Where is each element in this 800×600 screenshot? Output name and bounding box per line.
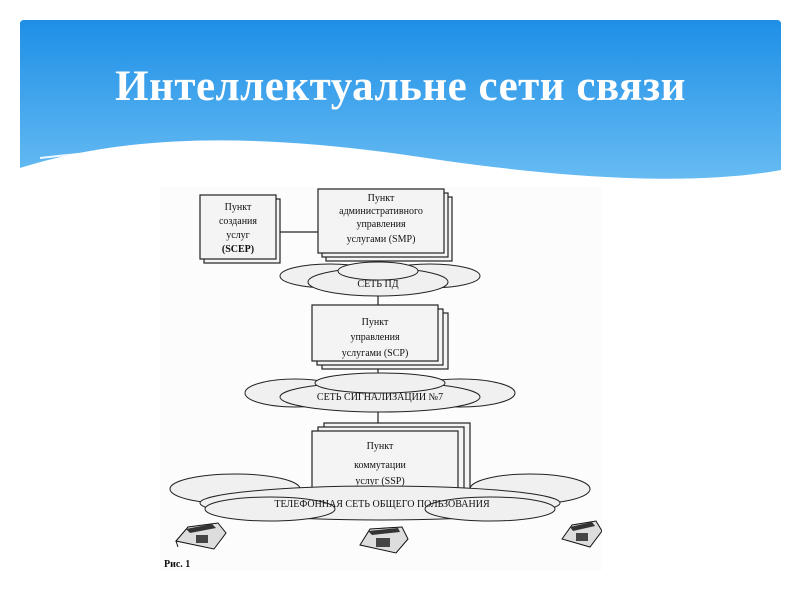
scp-line-2: управления: [350, 332, 400, 343]
pstn-cloud: ТЕЛЕФОННАЯ СЕТЬ ОБЩЕГО ПОЛЬЗОВАНИЯ: [169, 473, 591, 522]
slide-title: Интеллектуальне сети связи: [115, 63, 686, 110]
ssp-line-1: Пункт: [367, 441, 394, 452]
ssp-line-2: коммутации: [354, 460, 406, 471]
scep-box: Пункт создания услуг (SCEP): [199, 194, 281, 264]
phone-icon: [561, 520, 603, 548]
smp-line-2: административного: [339, 206, 423, 217]
ss7-cloud: СЕТЬ СИГНАЛИЗАЦИИ №7: [244, 372, 516, 413]
scp-line-1: Пункт: [362, 317, 389, 328]
smp-box: Пункт административного управления услуг…: [317, 188, 453, 262]
scp-box: Пункт управления услугами (SCP): [311, 304, 449, 370]
scep-line-2: создания: [219, 216, 257, 227]
phone-icon: [359, 526, 409, 554]
smp-line-1: Пункт: [368, 193, 395, 204]
phone-icon: [175, 522, 227, 550]
scep-line-4: (SCEP): [222, 244, 254, 255]
net-pd-cloud: СЕТЬ ПД: [279, 261, 481, 297]
pstn-label: ТЕЛЕФОННАЯ СЕТЬ ОБЩЕГО ПОЛЬЗОВАНИЯ: [274, 499, 490, 510]
scp-line-3: услугами (SCP): [342, 348, 409, 359]
figure-caption: Рис. 1: [164, 559, 190, 570]
net-pd-label: СЕТЬ ПД: [357, 279, 398, 290]
scep-line-3: услуг: [226, 230, 250, 241]
network-diagram: Пункт создания услуг (SCEP) Пункт админи…: [160, 187, 603, 571]
smp-line-4: услугами (SMP): [347, 234, 416, 245]
ss7-label: СЕТЬ СИГНАЛИЗАЦИИ №7: [317, 392, 443, 403]
smp-line-3: управления: [356, 219, 406, 230]
ssp-line-3: услуг (SSP): [355, 476, 404, 487]
scep-line-1: Пункт: [225, 202, 252, 213]
